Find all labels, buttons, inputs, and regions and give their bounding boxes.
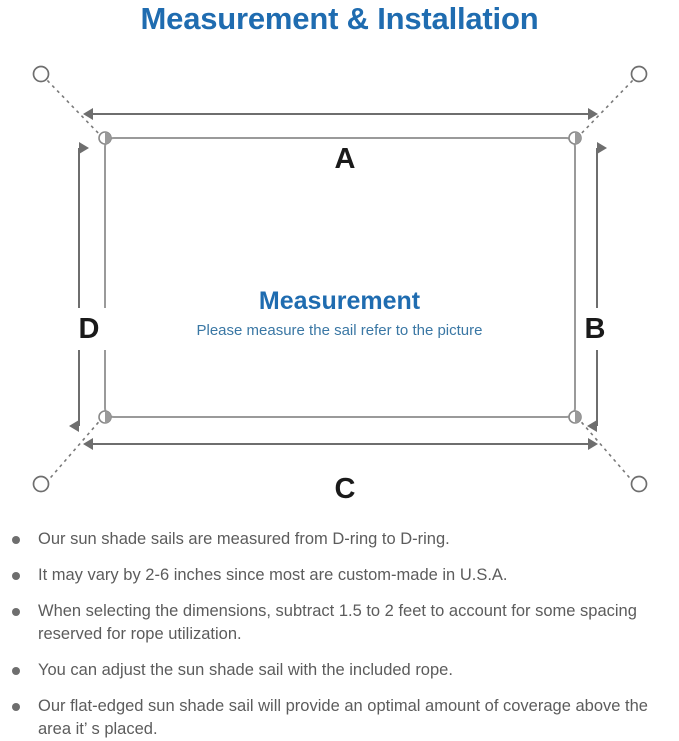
rope-line-bottom-right — [576, 416, 636, 485]
list-item: It may vary by 2-6 inches since most are… — [10, 564, 675, 587]
bullet-dot-icon — [12, 703, 20, 711]
list-item: When selecting the dimensions, subtract … — [10, 600, 675, 646]
anchor-ring-icon-top-left — [32, 65, 50, 83]
list-item: Our sun shade sails are measured from D-… — [10, 528, 675, 551]
bullet-dot-icon — [12, 608, 20, 616]
anchor-ring-icon-bottom-left — [32, 475, 50, 493]
anchor-ring-icon-bottom-right — [630, 475, 648, 493]
anchor-ring-icon-top-right — [630, 65, 648, 83]
list-item-text: When selecting the dimensions, subtract … — [38, 602, 637, 643]
measurement-diagram: Measurement Please measure the sail refe… — [0, 46, 679, 516]
rope-line-top-left — [44, 77, 104, 139]
list-item: You can adjust the sun shade sail with t… — [10, 659, 675, 682]
list-item-text: You can adjust the sun shade sail with t… — [38, 661, 453, 679]
rope-line-bottom-left — [44, 416, 104, 485]
dimension-label-d: D — [70, 308, 108, 350]
bullet-dot-icon — [12, 572, 20, 580]
bullet-dot-icon — [12, 536, 20, 544]
dimension-label-b: B — [576, 308, 614, 350]
rope-line-top-right — [576, 77, 636, 139]
notes-list: Our sun shade sails are measured from D-… — [10, 528, 675, 741]
sail-body — [104, 137, 576, 418]
list-item-text: Our flat-edged sun shade sail will provi… — [38, 697, 648, 738]
list-item-text: Our sun shade sails are measured from D-… — [38, 530, 450, 548]
page-title: Measurement & Installation — [140, 1, 539, 36]
dimension-label-a: A — [320, 142, 370, 176]
dimension-label-c: C — [320, 472, 370, 506]
bullet-dot-icon — [12, 667, 20, 675]
list-item-text: It may vary by 2-6 inches since most are… — [38, 566, 508, 584]
list-item: Our flat-edged sun shade sail will provi… — [10, 695, 675, 741]
